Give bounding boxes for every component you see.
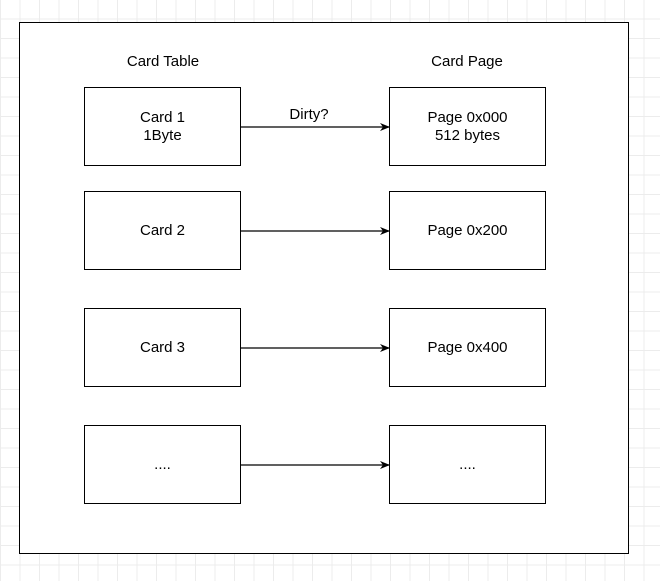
- card-box-more[interactable]: ....: [84, 425, 241, 504]
- page-label-3: Page 0x400: [427, 338, 508, 356]
- card-page-header: Card Page: [431, 53, 503, 70]
- page-label-more: ....: [459, 455, 476, 473]
- page-box-more[interactable]: ....: [389, 425, 546, 504]
- page-label-1: Page 0x000 512 bytes: [427, 108, 508, 144]
- page-box-2[interactable]: Page 0x200: [389, 191, 546, 270]
- page-box-3[interactable]: Page 0x400: [389, 308, 546, 387]
- card-table-header: Card Table: [126, 53, 200, 70]
- card-label-3: Card 3: [139, 338, 186, 356]
- card-label-1: Card 1 1Byte: [139, 108, 186, 144]
- card-box-3[interactable]: Card 3: [84, 308, 241, 387]
- card-label-more: ....: [154, 455, 171, 473]
- card-label-2: Card 2: [139, 221, 186, 239]
- page-box-1[interactable]: Page 0x000 512 bytes: [389, 87, 546, 166]
- card-box-1[interactable]: Card 1 1Byte: [84, 87, 241, 166]
- dirty-edge-label: Dirty?: [289, 106, 329, 123]
- card-box-2[interactable]: Card 2: [84, 191, 241, 270]
- page-label-2: Page 0x200: [427, 221, 508, 239]
